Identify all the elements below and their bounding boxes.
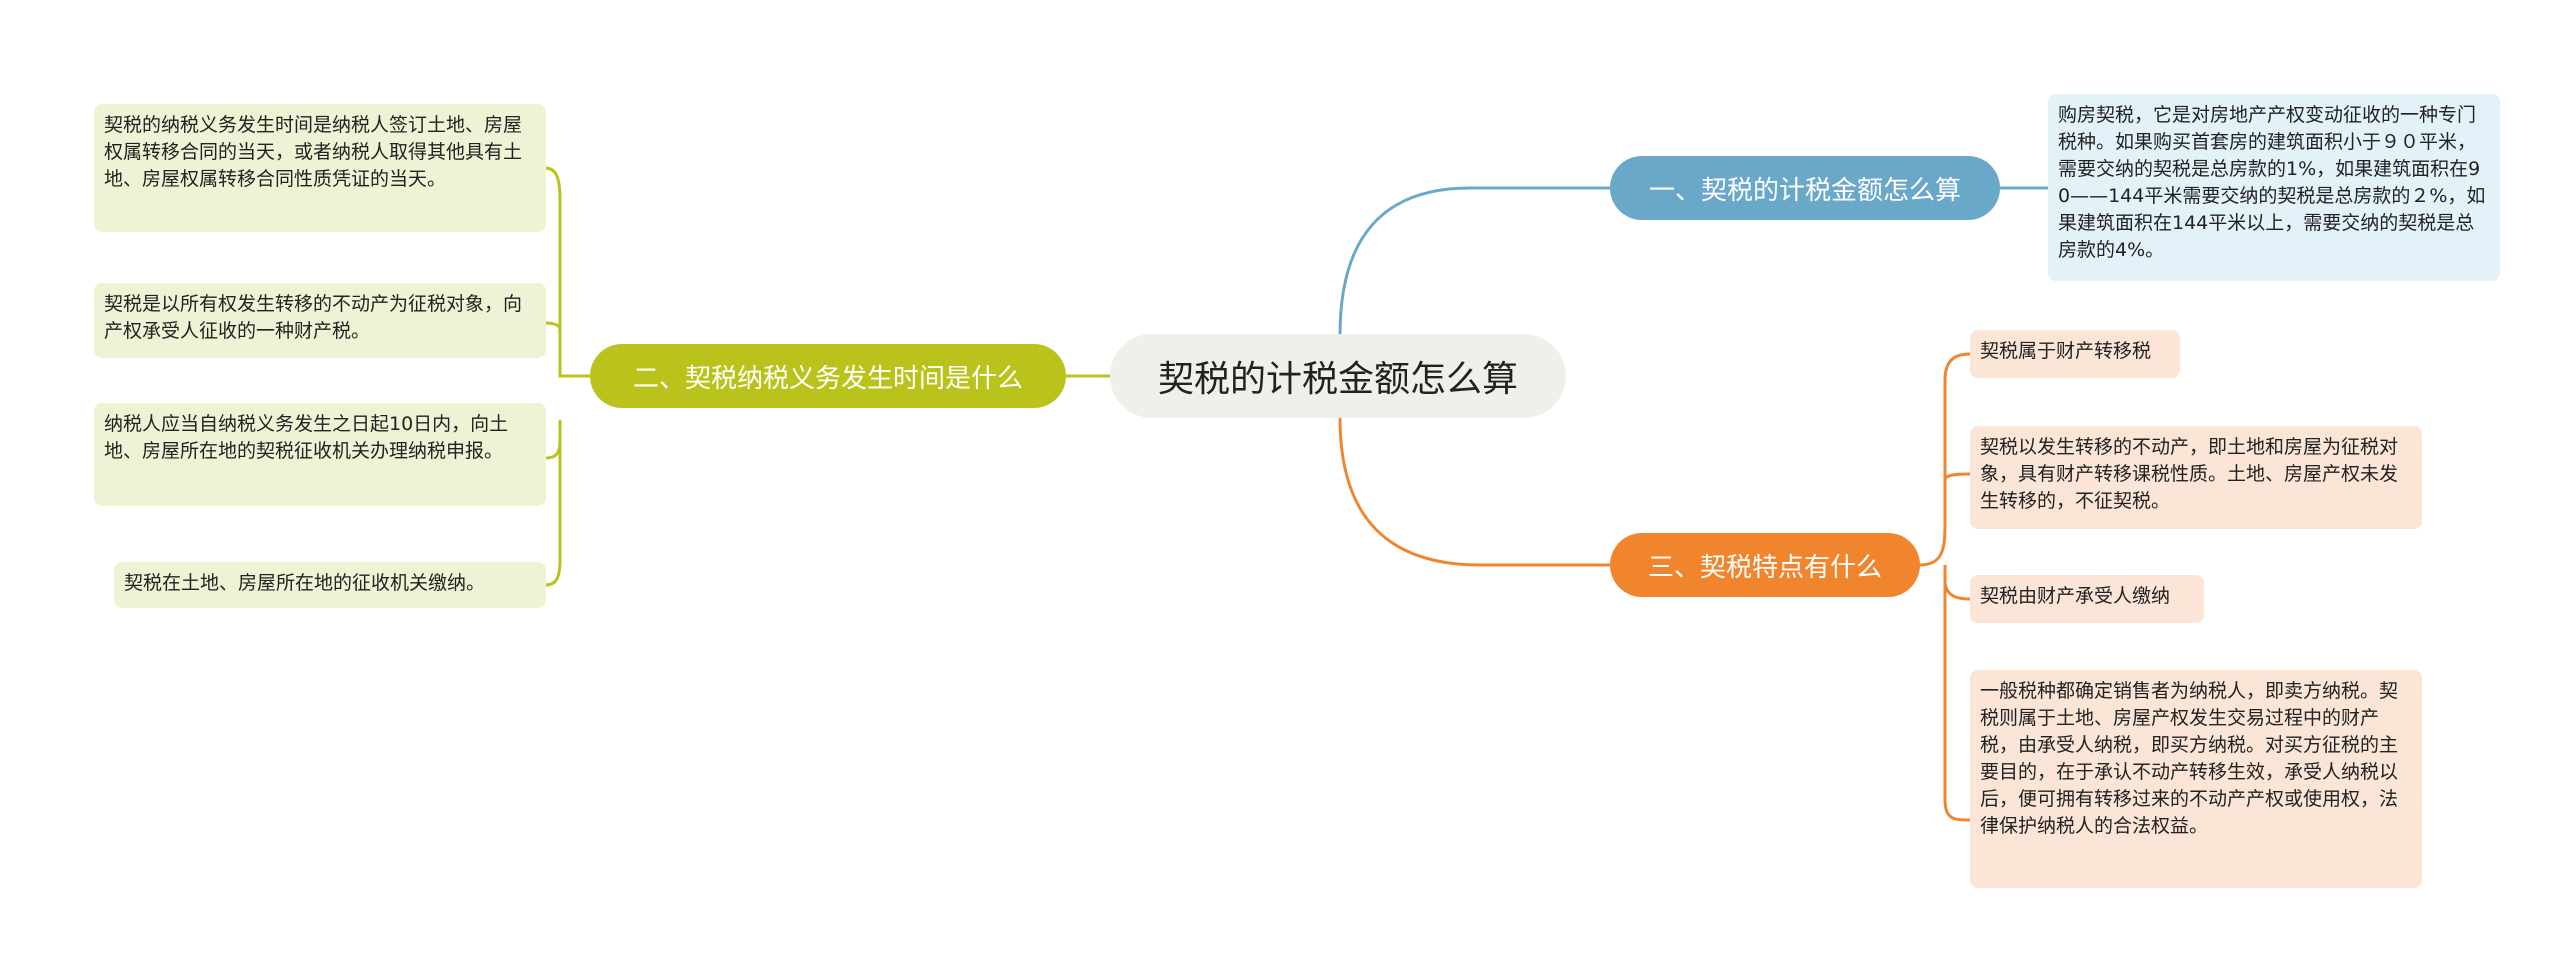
leaf-text: 购房契税，它是对房地产产权变动征收的一种专门税种。如果购买首套房的建筑面积小于９… [2058, 104, 2486, 261]
branch-3-leaf-4[interactable]: 一般税种都确定销售者为纳税人，即卖方纳税。契税则属于土地、房屋产权发生交易过程中… [1970, 670, 2422, 888]
branch-3-leaf-3[interactable]: 契税由财产承受人缴纳 [1970, 575, 2204, 623]
branch-3-leaf-1[interactable]: 契税属于财产转移税 [1970, 330, 2180, 378]
leaf-text: 契税以发生转移的不动产，即土地和房屋为征税对象，具有财产转移课税性质。土地、房屋… [1980, 436, 2399, 512]
leaf-text: 契税由财产承受人缴纳 [1980, 585, 2171, 607]
branch-2-leaf-2[interactable]: 契税是以所有权发生转移的不动产为征税对象，向产权承受人征收的一种财产税。 [94, 283, 546, 358]
link-branch3-leaves [1919, 352, 1971, 822]
leaf-text: 一般税种都确定销售者为纳税人，即卖方纳税。契税则属于土地、房屋产权发生交易过程中… [1980, 680, 2399, 837]
branch-3-node[interactable]: 三、契税特点有什么 [1610, 533, 1920, 597]
leaf-text: 契税在土地、房屋所在地的征收机关缴纳。 [124, 572, 486, 594]
branch-2-node[interactable]: 二、契税纳税义务发生时间是什么 [590, 344, 1066, 408]
leaf-text: 契税属于财产转移税 [1980, 340, 2152, 362]
branch-1-leaf-1[interactable]: 购房契税，它是对房地产产权变动征收的一种专门税种。如果购买首套房的建筑面积小于９… [2048, 94, 2500, 281]
branch-3-label: 三、契税特点有什么 [1647, 552, 1882, 583]
link-root-branch1 [1338, 186, 1610, 336]
branch-1-node[interactable]: 一、契税的计税金额怎么算 [1610, 156, 2000, 220]
root-node[interactable]: 契税的计税金额怎么算 [1110, 334, 1566, 418]
branch-2-leaf-1[interactable]: 契税的纳税义务发生时间是纳税人签订土地、房屋权属转移合同的当天，或者纳税人取得其… [94, 104, 546, 232]
root-label: 契税的计税金额怎么算 [1157, 359, 1518, 400]
link-branch2-leaves [544, 166, 590, 587]
branch-1-label: 一、契税的计税金额怎么算 [1648, 175, 1961, 206]
branch-2-label: 二、契税纳税义务发生时间是什么 [632, 363, 1023, 394]
branch-3-leaf-2[interactable]: 契税以发生转移的不动产，即土地和房屋为征税对象，具有财产转移课税性质。土地、房屋… [1970, 426, 2422, 529]
link-root-branch3 [1338, 417, 1610, 567]
leaf-text: 纳税人应当自纳税义务发生之日起10日内，向土地、房屋所在地的契税征收机关办理纳税… [104, 413, 509, 462]
branch-2-leaf-3[interactable]: 纳税人应当自纳税义务发生之日起10日内，向土地、房屋所在地的契税征收机关办理纳税… [94, 403, 546, 506]
leaf-text: 契税的纳税义务发生时间是纳税人签订土地、房屋权属转移合同的当天，或者纳税人取得其… [104, 114, 523, 190]
leaf-text: 契税是以所有权发生转移的不动产为征税对象，向产权承受人征收的一种财产税。 [104, 293, 523, 342]
branch-2-leaf-4[interactable]: 契税在土地、房屋所在地的征收机关缴纳。 [114, 562, 546, 608]
